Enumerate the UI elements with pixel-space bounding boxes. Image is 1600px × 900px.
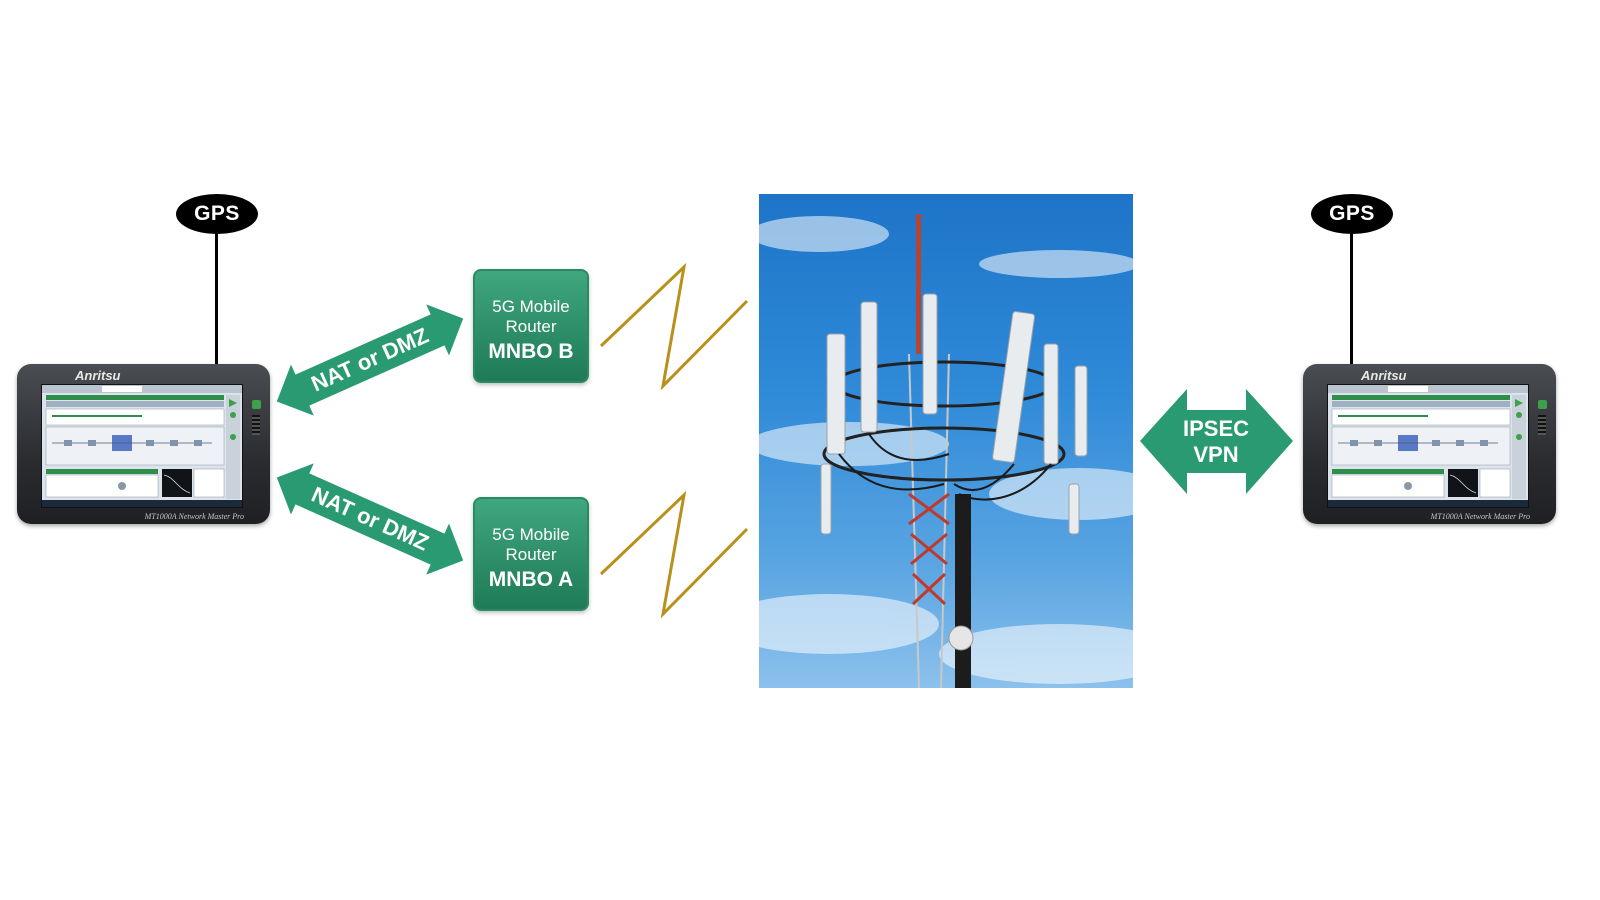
power-button-icon[interactable] [1537,400,1547,409]
router-line1: 5G Mobile [492,297,570,316]
wireless-link-upper [599,262,749,391]
gps-cable-right [1350,232,1353,370]
nat-arrow-lower [276,463,464,575]
gps-antenna-left: GPS [176,194,258,234]
device-screen [41,384,243,508]
nat-arrow-upper [276,304,464,416]
device-screen [1327,384,1529,508]
router-name: MNBO A [488,568,574,591]
router-mnbo-b: 5G Mobile Router MNBO B [473,269,589,383]
device-side-controls [250,400,262,470]
wireless-link-lower [599,490,749,619]
tester-device-right: Anritsu MT1000A Network Master Pr [1303,364,1556,524]
device-model: MT1000A Network Master Pro [1430,512,1530,521]
device-brand: Anritsu [1361,368,1407,383]
router-line2: Router [505,317,557,336]
gps-label: GPS [1329,202,1375,225]
gps-antenna-right: GPS [1311,194,1393,234]
router-name: MNBO B [488,340,574,363]
router-line2: Router [505,545,557,564]
vpn-arrow [1140,389,1293,494]
router-mnbo-a: 5G Mobile Router MNBO A [473,497,589,611]
gps-label: GPS [194,202,240,225]
device-brand: Anritsu [75,368,121,383]
speaker-grille [1538,415,1546,435]
cell-tower-photo [759,194,1133,688]
router-line1: 5G Mobile [492,525,570,544]
device-side-controls [1536,400,1548,470]
power-button-icon[interactable] [251,400,261,409]
gps-cable-left [215,232,218,370]
device-model: MT1000A Network Master Pro [144,512,244,521]
speaker-grille [252,415,260,435]
tester-device-left: Anritsu MT1000A Network Master Pr [17,364,270,524]
